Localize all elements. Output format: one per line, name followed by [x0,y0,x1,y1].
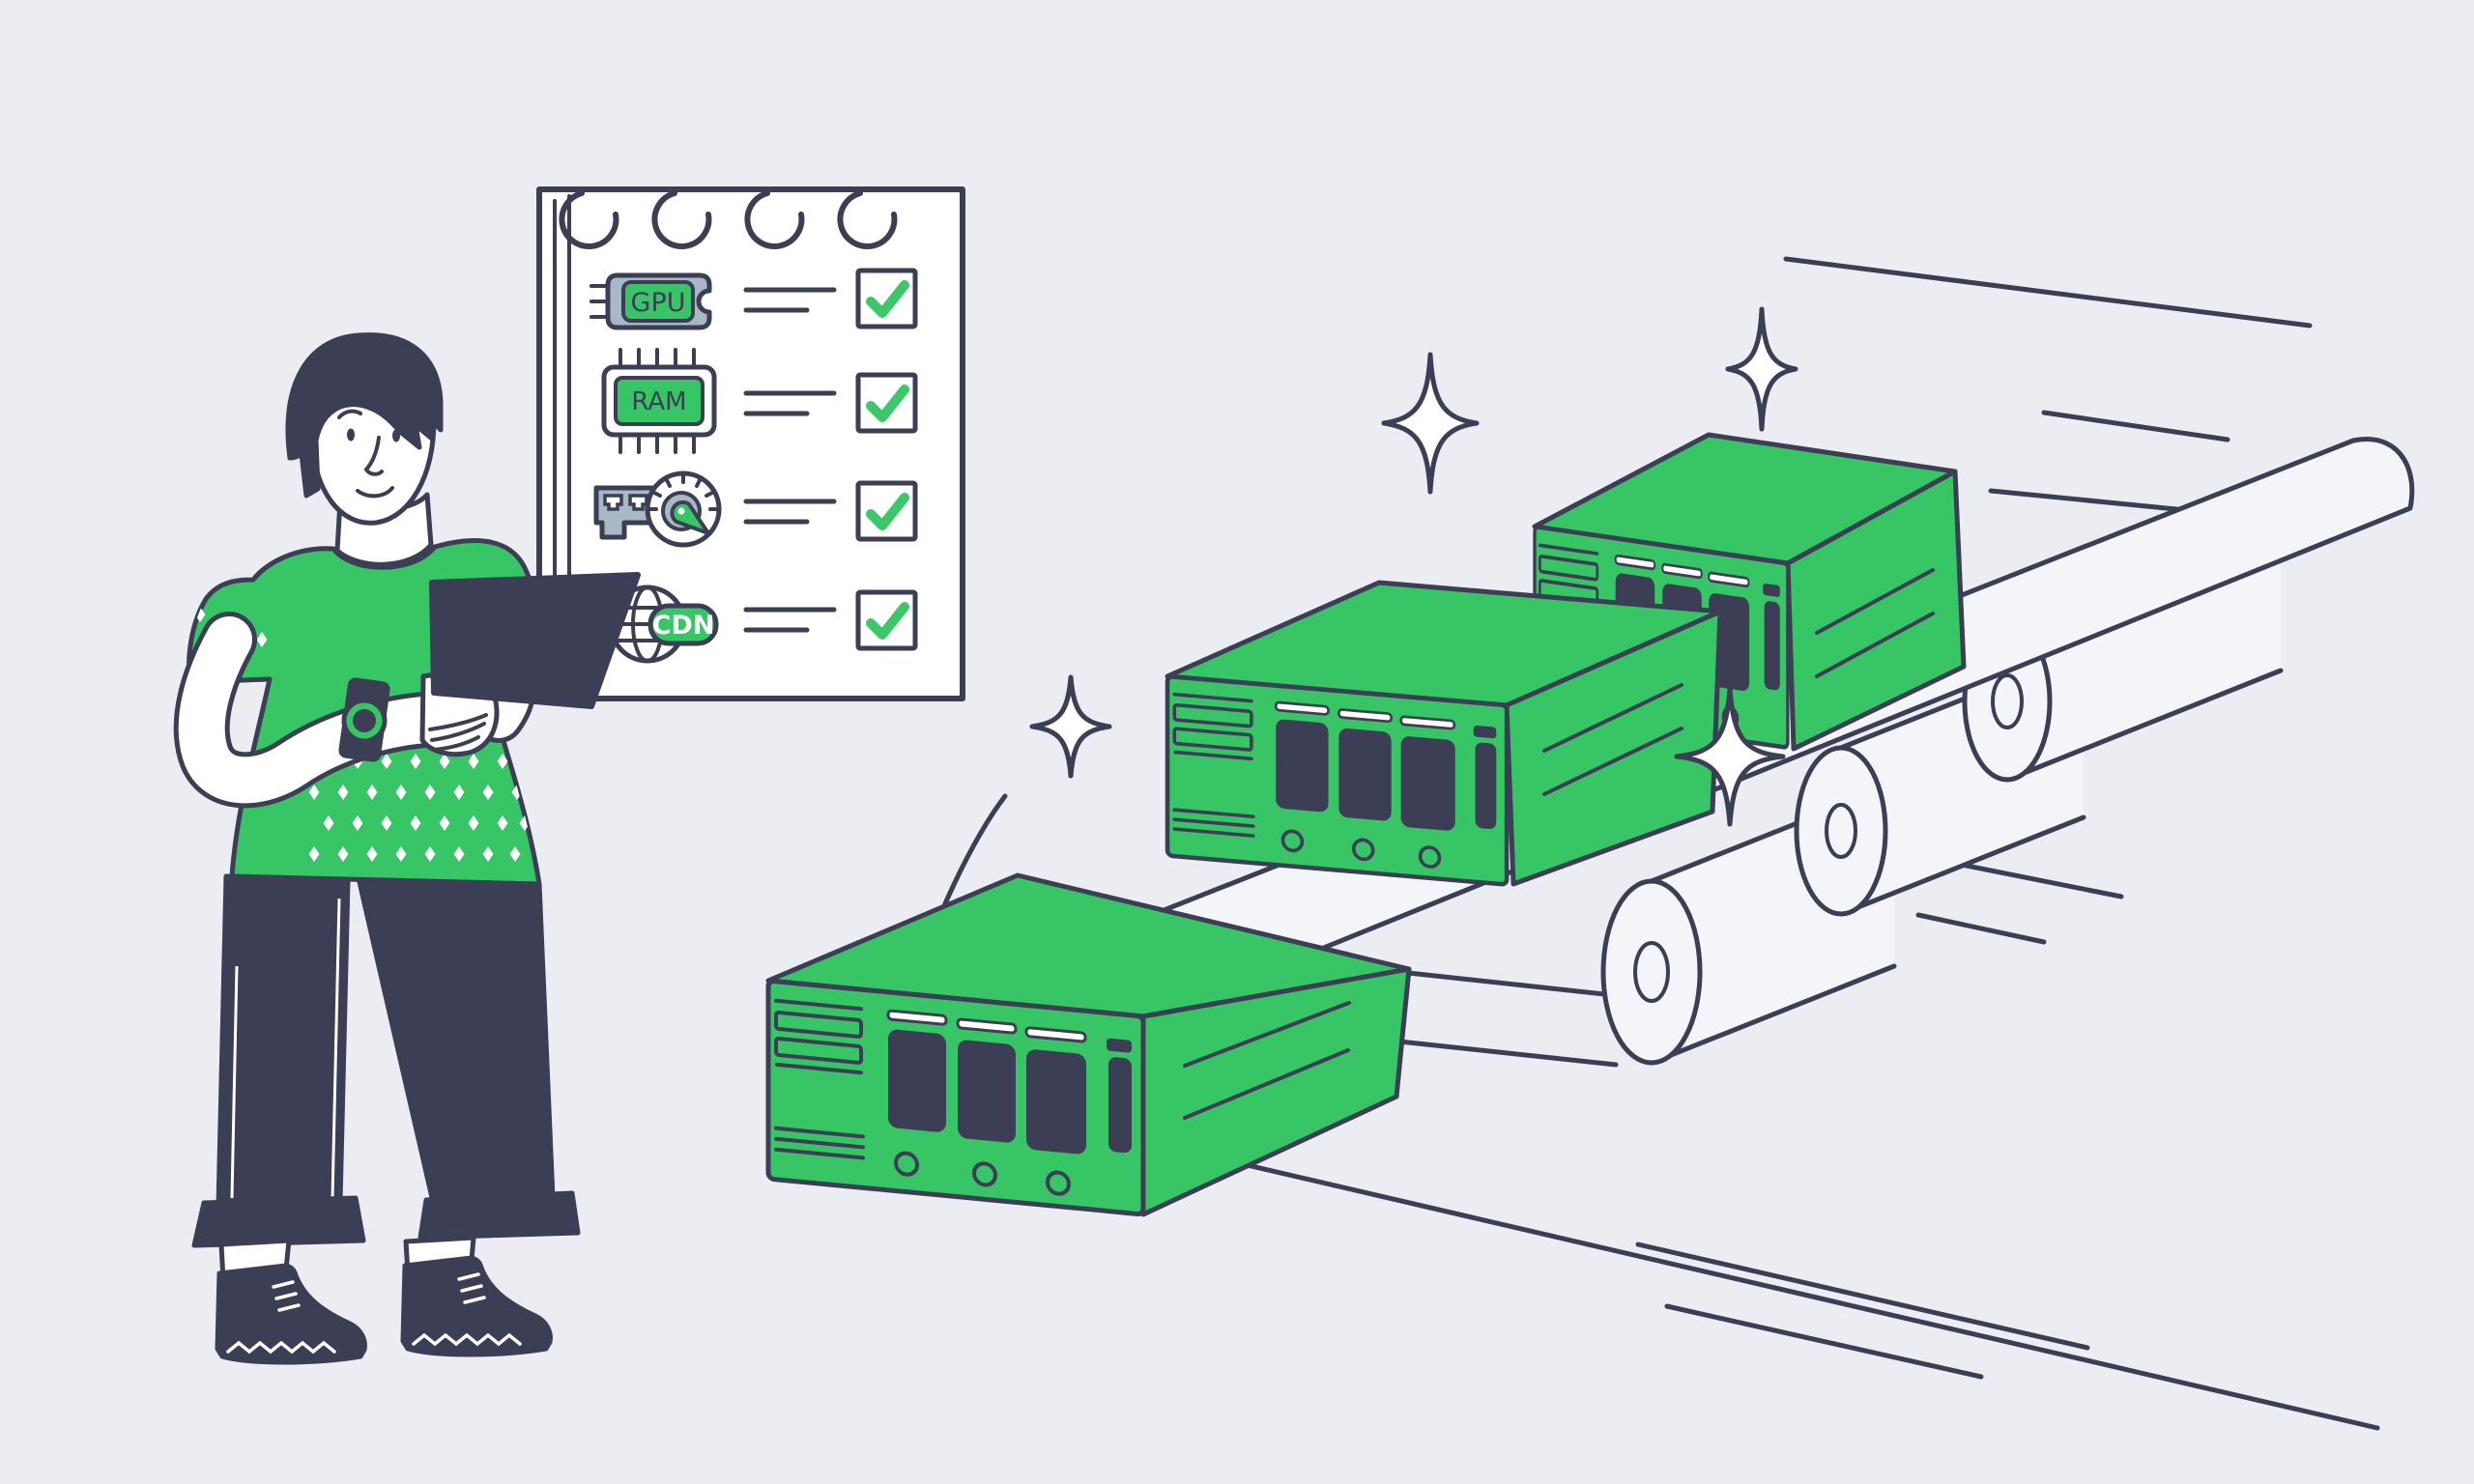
engineer-boot-left [215,1263,367,1365]
speed-lines [1635,256,2313,1380]
server-rack-front [768,872,1412,1214]
server-right-face [1504,609,1723,887]
checkmark-icon [866,602,909,640]
engineer-boot-right [400,1255,553,1357]
nose [363,436,384,476]
sparkle-icon [1381,352,1480,495]
checkmark-icon [866,493,909,530]
server-right-face [1785,469,1967,752]
cdn-label: CDN [652,611,715,641]
sparkle-icon [1674,686,1786,827]
ram-label: RAM [631,387,686,416]
spiral-ring-icon [559,190,619,249]
pant-cuff [191,1195,366,1248]
spiral-ring-icon [837,190,898,249]
spiral-ring-icon [651,190,712,249]
checklist-row-gpu: GPU [590,268,918,330]
ram-chip-icon [618,348,696,454]
pant-cuff [417,1190,581,1241]
sparkle-icon [1725,306,1798,432]
server-rack-back [1532,432,1967,752]
sparkles [1029,306,1798,827]
sparkle-icon [1029,674,1112,779]
checkbox [855,589,918,651]
engineer-hair [285,332,444,499]
server-rack-middle [1165,580,1723,887]
speedometer-icon [645,471,722,548]
checkbox [855,372,918,434]
checkmark-icon [866,280,909,318]
checklist-row-ram: RAM [601,348,918,454]
eye [347,428,355,442]
engineer-pants [191,873,581,1248]
checklist-row-speed [593,471,918,548]
checkbox [855,480,918,542]
engineer [173,332,641,1365]
mouth [356,486,394,499]
checkmark-icon [866,385,909,422]
laptop [429,572,641,709]
checklist-notepad: GPU RAM [536,186,965,701]
gpu-label: GPU [631,288,686,318]
spiral-ring-icon [744,190,805,249]
cdn-badge [647,603,719,646]
checkbox [855,268,918,329]
